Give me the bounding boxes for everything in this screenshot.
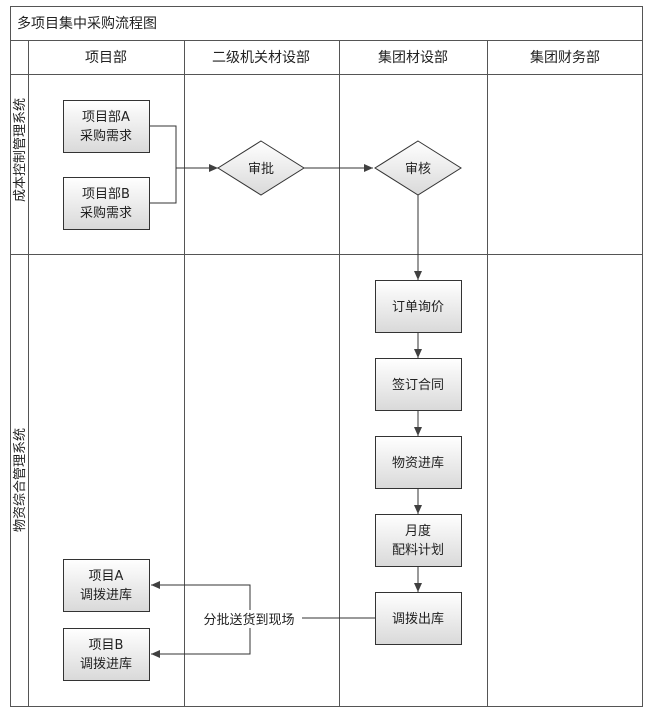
- node-warehouse-label: 物资进库: [392, 455, 444, 471]
- column-header-project-dept: 项目部: [85, 50, 127, 66]
- node-req-b[interactable]: 项目部B 采购需求: [63, 177, 150, 230]
- node-approve[interactable]: 审批: [217, 140, 305, 196]
- node-b-transfer-in[interactable]: 项目B 调拨进库: [63, 628, 150, 681]
- connector-to-project-a: [151, 581, 251, 618]
- node-monthly-plan[interactable]: 月度 配料计划: [375, 514, 462, 567]
- node-approve-label: 审批: [248, 162, 274, 177]
- diagram-frame: [10, 6, 643, 707]
- node-warehouse[interactable]: 物资进库: [375, 436, 462, 489]
- node-contract-label: 签订合同: [392, 377, 444, 393]
- column-header-secondary-materials-dept: 二级机关材设部: [212, 50, 310, 66]
- node-monthly-plan-line2: 配料计划: [392, 543, 444, 558]
- diagram-title: 多项目集中采购流程图: [17, 15, 157, 32]
- node-review[interactable]: 审核: [374, 140, 462, 196]
- node-req-b-line1: 项目部B: [82, 187, 130, 202]
- edge-label-deliver: 分批送货到现场: [203, 612, 294, 628]
- node-inquiry-label: 订单询价: [392, 300, 444, 315]
- lane-label-materials-management: 物资综合管理系统: [13, 428, 28, 532]
- node-a-transfer-in-line1: 项目A: [89, 569, 124, 584]
- node-b-transfer-in-line2: 调拨进库: [80, 656, 132, 672]
- connector-to-project-b: [151, 618, 251, 658]
- node-req-a[interactable]: 项目部A 采购需求: [63, 100, 150, 153]
- column-header-group-finance-dept: 集团财务部: [530, 49, 600, 66]
- node-a-transfer-in-line2: 调拨进库: [80, 587, 132, 603]
- node-req-a-line2: 采购需求: [80, 128, 132, 144]
- node-transfer-out-label: 调拨出库: [392, 611, 444, 627]
- node-inquiry[interactable]: 订单询价: [375, 280, 462, 333]
- node-req-b-line2: 采购需求: [80, 205, 132, 221]
- edge-label-bg: [196, 610, 302, 628]
- connector-req-a: [149, 125, 177, 168]
- node-b-transfer-in-line1: 项目B: [89, 638, 124, 653]
- node-a-transfer-in[interactable]: 项目A 调拨进库: [63, 559, 150, 612]
- node-transfer-out[interactable]: 调拨出库: [375, 592, 462, 645]
- node-contract[interactable]: 签订合同: [375, 358, 462, 411]
- column-header-group-materials-dept: 集团材设部: [378, 49, 448, 66]
- node-req-a-line1: 项目部A: [82, 110, 130, 125]
- connector-req-b: [149, 168, 177, 204]
- lane-label-cost-control: 成本控制管理系统: [13, 98, 28, 202]
- node-review-label: 审核: [405, 162, 431, 177]
- node-monthly-plan-line1: 月度: [405, 523, 431, 539]
